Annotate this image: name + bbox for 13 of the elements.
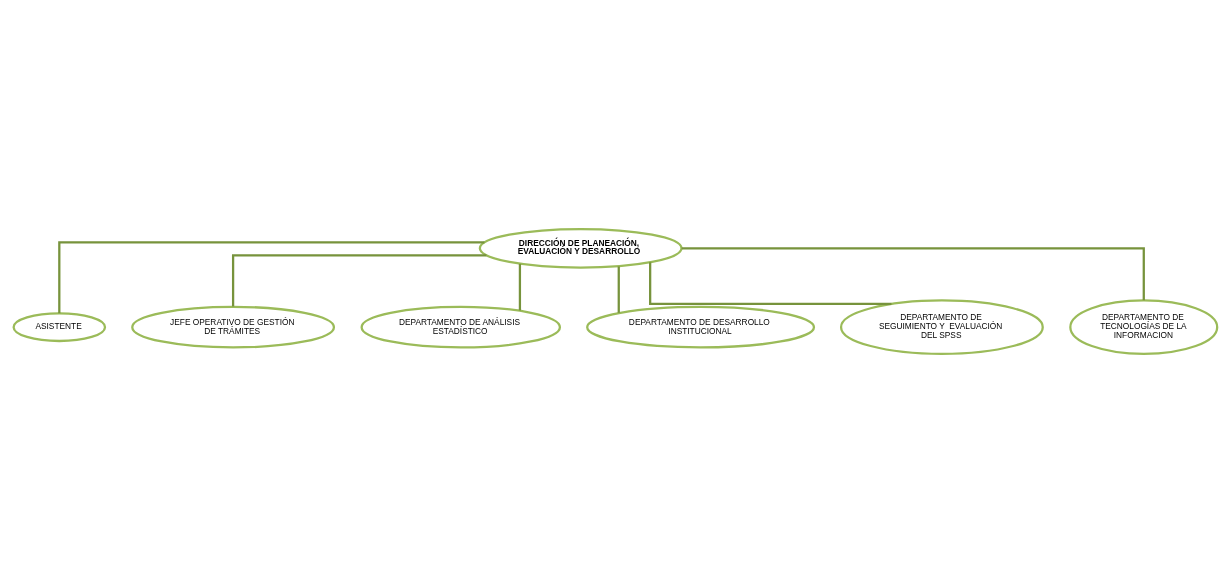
connector <box>231 254 487 307</box>
connector <box>58 241 485 314</box>
connector <box>617 266 620 313</box>
connector <box>518 263 522 311</box>
node-ellipse: JEFE OPERATIVO DE GESTIÓN DE TRÁMITES <box>131 305 336 349</box>
connector <box>649 262 892 305</box>
node-ellipse: DEPARTAMENTO DE TECNOLOGÍAS DE LA INFORMACION <box>1069 299 1219 355</box>
node-ellipse: DIRECCIÓN DE PLANEACIÓN, EVALUACIÓN Y DESARROLLO <box>478 227 683 269</box>
node-ellipse: DEPARTAMENTO DE SEGUIMIENTO Y EVALUACIÓN DEL SPSS <box>839 299 1044 355</box>
node-ellipse: ASISTENTE <box>12 312 107 343</box>
node-ellipse: DEPARTAMENTO DE DESARROLLO INSTITUCIONAL <box>586 305 816 349</box>
node-ellipse: DEPARTAMENTO DE ANÁLISIS ESTADÍSTICO <box>360 305 562 349</box>
connector <box>681 247 1145 301</box>
